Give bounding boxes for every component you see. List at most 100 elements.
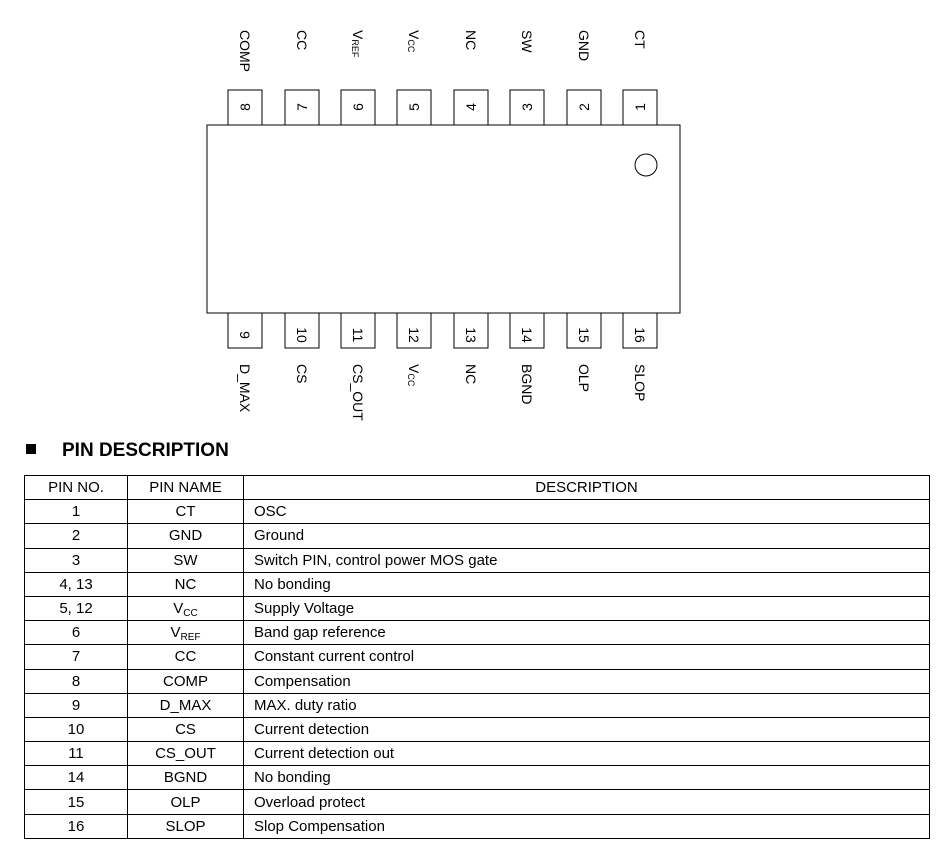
pin-name-subscript: CC — [183, 608, 198, 620]
header-description: DESCRIPTION — [243, 474, 930, 501]
pin-name-label: VCC — [406, 30, 422, 53]
pin-no-cell: 10 — [24, 716, 128, 743]
section-title: PIN DESCRIPTION — [62, 440, 229, 461]
pin-name-text: NC — [463, 30, 479, 50]
pin-name-cell: OLP — [127, 789, 244, 815]
pin-no-cell: 9 — [24, 692, 128, 718]
pin-name-text: CS_OUT — [155, 745, 216, 763]
pin-no-cell: 1 — [24, 499, 128, 525]
pin-top: 7CC — [284, 30, 320, 126]
description-cell: MAX. duty ratio — [243, 692, 930, 718]
table-row: 16 SLOP Slop Compensation — [24, 813, 930, 839]
pin-no-cell: 16 — [24, 813, 128, 839]
description-cell: Band gap reference — [243, 620, 930, 646]
pin-no-cell: 11 — [24, 741, 128, 767]
pin-name-text: CT — [175, 503, 196, 521]
pin-number: 10 — [294, 327, 310, 343]
pin-name-text: OLP — [170, 793, 201, 811]
pin-name-label: VCC — [406, 364, 422, 387]
pin-number: 14 — [519, 327, 535, 343]
pin-name-text: GND — [576, 30, 592, 61]
pin-number: 4 — [463, 103, 479, 111]
description-cell: Slop Compensation — [243, 813, 930, 839]
pin-name-text: V — [170, 624, 181, 642]
pin-name-cell: COMP — [127, 668, 244, 694]
pin-number: 3 — [519, 103, 535, 111]
pin-lead — [227, 312, 263, 349]
description-cell: Constant current control — [243, 644, 930, 670]
pin-number: 7 — [294, 103, 310, 111]
pin-name-cell: VREF — [127, 620, 244, 646]
pin-lead — [227, 89, 263, 126]
pin-lead — [509, 89, 545, 126]
pin-number: 16 — [632, 327, 648, 343]
pin-name-subscript: CC — [406, 39, 416, 52]
description-cell: OSC — [243, 499, 930, 525]
pin-name-text: CT — [632, 30, 648, 49]
description-cell: Current detection — [243, 716, 930, 743]
pin-number: 13 — [463, 327, 479, 343]
pin-name-text: SLOP — [165, 817, 206, 835]
section-heading: PIN DESCRIPTION — [26, 440, 229, 462]
pin-name-cell: CS — [127, 716, 244, 743]
pin-name-text: V — [406, 30, 422, 40]
pin-name-label: CS — [294, 364, 310, 383]
description-cell: Ground — [243, 523, 930, 549]
pin-name-text: V — [406, 364, 422, 374]
pin-name-text: COMP — [237, 30, 253, 72]
description-cell: Compensation — [243, 668, 930, 694]
pin-name-cell: GND — [127, 523, 244, 549]
pin-name-text: COMP — [163, 672, 208, 690]
ic-package-diagram: 8COMP7CC6VREF5VCC4NC3SW2GND1CT9D_MAX10CS… — [206, 30, 681, 421]
pin-name-text: NC — [174, 575, 197, 593]
pin-top: 1CT — [622, 30, 658, 126]
description-cell: Overload protect — [243, 789, 930, 815]
table-row: 7 CC Constant current control — [24, 644, 930, 670]
pin-no-cell: 5, 12 — [24, 595, 128, 622]
pin-name-text: CS — [294, 364, 310, 383]
pin-name-subscript: REF — [350, 39, 360, 58]
pin-bottom: 9D_MAX — [227, 312, 263, 413]
pin-no-cell: 7 — [24, 644, 128, 670]
pin-name-text: D_MAX — [237, 364, 253, 413]
ic-body — [206, 124, 681, 314]
pin-no-cell: 8 — [24, 668, 128, 694]
pin1-marker — [634, 153, 658, 177]
pin-lead — [340, 312, 376, 349]
pin-name-cell: D_MAX — [127, 692, 244, 718]
pin-name-label: GND — [576, 30, 592, 61]
pin-name-text: SLOP — [632, 364, 648, 401]
pin-name-text: CS_OUT — [350, 364, 366, 421]
table-row: 8 COMP Compensation — [24, 668, 930, 694]
pin-top: 5 VCC — [396, 30, 432, 126]
header-pin-no: PIN NO. — [24, 474, 128, 501]
description-cell: Supply Voltage — [243, 595, 930, 622]
pin-name-text: SW — [173, 551, 198, 569]
pin-name-cell: NC — [127, 571, 244, 597]
pin-name-cell: CS_OUT — [127, 741, 244, 767]
pin-name-text: BGND — [163, 769, 208, 787]
pin-lead — [396, 89, 432, 126]
description-cell: No bonding — [243, 571, 930, 597]
pin-name-text: CC — [174, 648, 197, 666]
pin-number: 5 — [406, 103, 422, 111]
pin-lead — [284, 89, 320, 126]
pin-no-cell: 2 — [24, 523, 128, 549]
